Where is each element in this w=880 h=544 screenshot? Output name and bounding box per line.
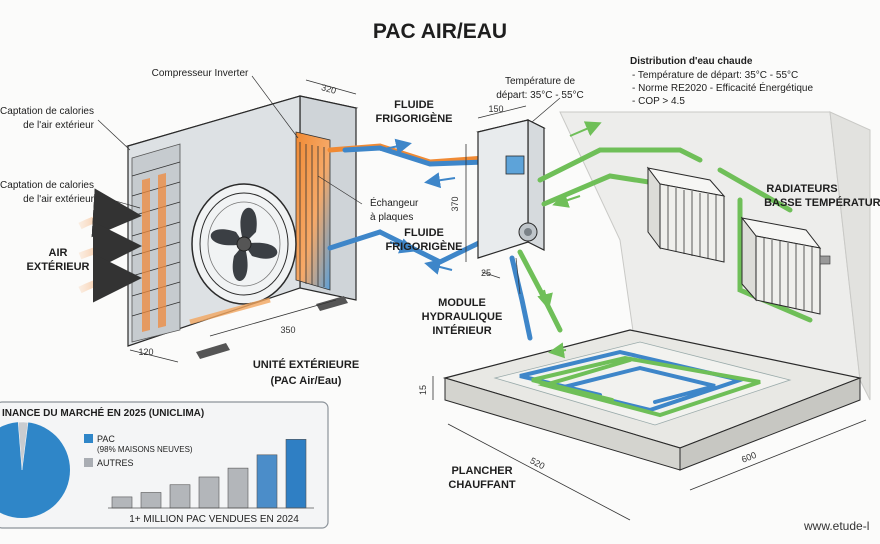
heat-exchanger-coil [295,131,331,291]
floor-label-b: CHAUFFANT [448,479,515,491]
refrigerant-lines [327,138,488,275]
outdoor-unit-name-b: (PAC Air/Eau) [271,375,342,387]
distribution-item-3: - COP > 4.5 [632,96,685,107]
capture-label-1b: de l'air extérieur [23,120,95,131]
dim-floor-depth: 520 [528,455,546,471]
capture-label-2a: Captation de calories [0,180,94,191]
module-temp-label-b: départ: 35°C - 55°C [496,90,584,101]
page-title: PAC AIR/EAU [373,20,507,43]
distribution-item-2: - Norme RE2020 - Efficacité Énergétique [632,81,813,94]
outdoor-unit-name-a: UNITÉ EXTÉRIEURE [253,358,359,371]
outdoor-unit [125,95,359,359]
module-name-a: MODULE [438,297,486,309]
distribution-heading: Distribution d'eau chaude [630,56,753,67]
legend-swatch-pac [84,434,93,443]
control-display [505,155,525,175]
dim-module-depth: 25 [481,268,491,278]
pie-slice-other [17,421,29,471]
fluid-label-bottom-b: FRIGORIGÈNE [385,240,462,253]
pie-slice-pac [0,422,70,518]
capture-label-2b: de l'air extérieur [23,194,95,205]
bar-1 [111,496,133,509]
fluid-label-top-b: FRIGORIGÈNE [375,112,452,125]
callout-leaders [97,75,561,295]
radiators-label-b: BASSE TEMPÉRATURE [764,196,880,209]
floor-heating-loops [519,349,761,418]
dim-module-width: 150 [488,104,503,114]
fan [191,183,297,305]
air-label-b: EXTÉRIEUR [27,260,90,273]
module-temp-label-a: Température de [505,76,575,87]
bar-5 [227,467,249,509]
air-label-a: AIR [49,247,68,259]
module-name-b: HYDRAULIQUE [422,311,503,323]
dim-floor-width: 600 [740,450,758,465]
capture-label-1a: Captation de calories [0,106,94,117]
distribution-item-1: - Température de départ: 35°C - 55°C [632,70,798,81]
dim-outdoor-width: 350 [280,325,295,335]
radiator-2 [740,216,831,315]
dim-module-height: 370 [450,196,460,211]
dim-outdoor-depth: 320 [320,82,337,96]
hot-water-lines [509,121,813,359]
legend-other: AUTRES [97,458,134,468]
bar-series [111,439,307,509]
exchanger-label-b: à plaques [370,212,413,223]
market-panel: INANCE DU MARCHÉ EN 2025 (UNICLIMA) PAC … [0,401,329,529]
exchanger-label-a: Échangeur [370,196,419,209]
compressor-label: Compresseur Inverter [152,68,249,79]
air-intake-arrows [78,188,142,303]
bar-7 [285,439,307,509]
legend-swatch-other [84,458,93,467]
watermark: www.etude-l [803,519,869,533]
market-title: INANCE DU MARCHÉ EN 2025 (UNICLIMA) [2,406,204,419]
bar-6 [256,454,278,509]
dim-outdoor-side: 120 [138,347,153,357]
legend-pac: PAC [97,434,115,444]
bar-4 [198,476,220,509]
floor-label-a: PLANCHER [451,465,512,477]
fluid-label-top-a: FLUIDE [394,99,434,111]
bar-2 [140,492,162,509]
radiators-label-a: RADIATEURS [766,183,837,195]
bar-3 [169,484,191,509]
air-intake-grille [131,143,181,343]
fluid-label-bottom-a: FLUIDE [404,227,444,239]
dimension-lines [129,79,867,521]
module-name-c: INTÉRIEUR [432,324,491,337]
hydraulic-module [476,119,546,259]
dim-floor-height: 15 [418,385,428,395]
legend-pac-sub: (98% MAISONS NEUVES) [97,445,193,454]
radiator-1 [646,166,726,263]
market-footer: 1+ MILLION PAC VENDUES EN 2024 [129,514,299,525]
